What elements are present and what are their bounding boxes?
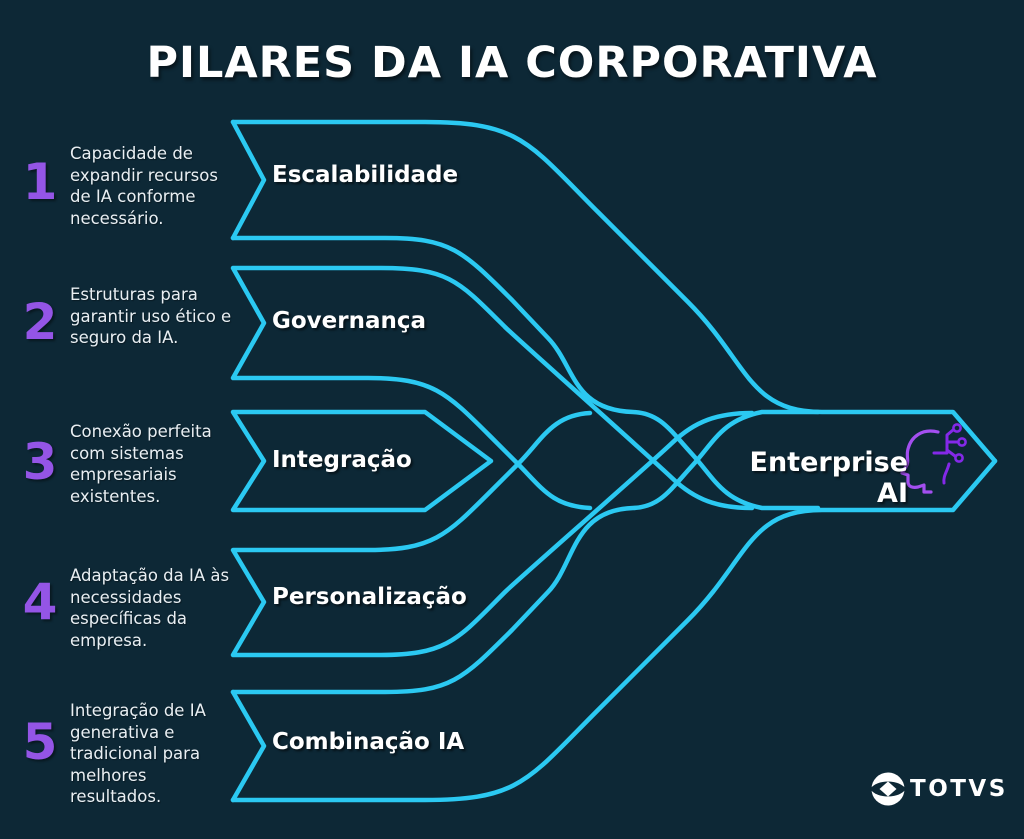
banner-2-outline	[230, 265, 755, 511]
pillar-number: 2	[22, 293, 58, 351]
banner-3-outline	[230, 409, 494, 513]
pillar-description: Integração de IA generativa e tradiciona…	[70, 701, 206, 806]
brand-logo-text: TOTVS	[910, 776, 1008, 802]
page-title: PILARES DA IA CORPORATIVA	[146, 38, 878, 88]
banner-4-outline	[230, 410, 755, 658]
flow-outer-top-edge	[230, 119, 998, 464]
pillar-description: Conexão perfeita com sistemas empresaria…	[70, 422, 212, 506]
ai-circuit-nodes	[952, 423, 967, 463]
banner-1-band-edge	[230, 235, 821, 511]
flow-outer-bottom-edge	[230, 458, 998, 803]
pillar-description: Adaptação da IA às necessidades específi…	[70, 566, 230, 650]
banner-5-notch	[230, 689, 267, 803]
banner-label: Integração	[272, 447, 412, 473]
pillar-description: Capacidade de expandir recursos de IA co…	[70, 144, 218, 228]
ai-head-circuit-icon	[900, 423, 967, 494]
pillar-description: Estruturas para garantir uso ético e seg…	[70, 285, 232, 347]
ai-head-outline	[900, 429, 940, 494]
banner-label: Escalabilidade	[272, 162, 459, 188]
pillar-number: 1	[22, 153, 58, 211]
totvs-globe-icon	[870, 772, 906, 806]
banner-label: Governança	[272, 308, 427, 334]
banner-label: Personalização	[272, 584, 467, 610]
pillar-number: 4	[22, 573, 58, 631]
banner-label: Combinação IA	[272, 729, 465, 755]
banner-5-band-edge	[230, 409, 821, 695]
result-label: Enterprise AI	[749, 447, 908, 509]
ai-circuit-branches	[932, 428, 959, 485]
banner-1-notch	[230, 119, 267, 241]
pillar-number: 3	[22, 433, 58, 491]
pillar-number: 5	[22, 713, 58, 771]
